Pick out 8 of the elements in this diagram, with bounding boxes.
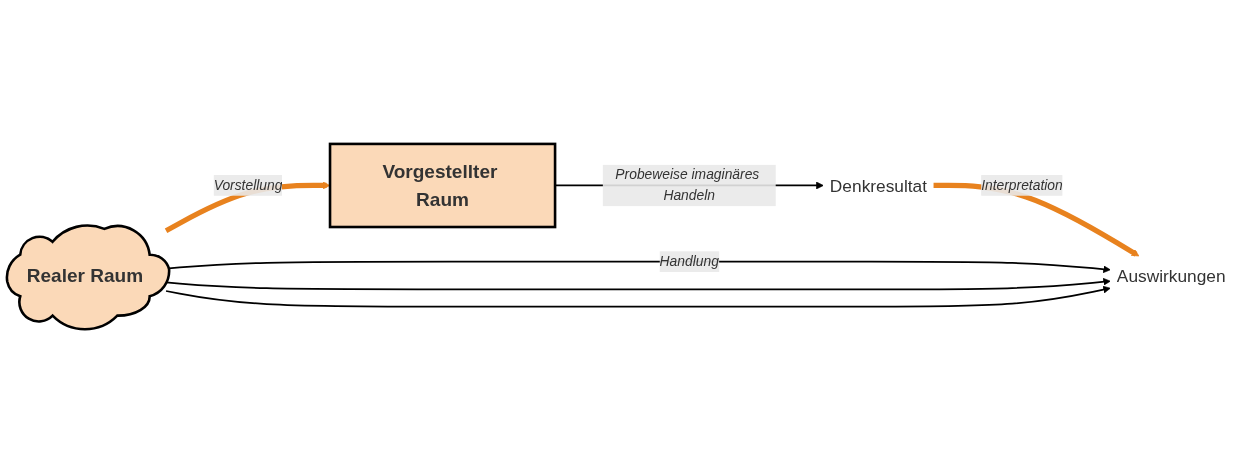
node-box: Vorgestellter Raum [328, 143, 557, 229]
edge-label: Vorstellung [213, 178, 283, 193]
edge-label: Handlung [659, 254, 719, 269]
arrow [165, 286, 1111, 308]
edge-label: Interpretation [981, 178, 1063, 193]
edge-label: Probeweise imaginäres Handeln [615, 167, 760, 204]
node-text: Auswirkungen [1116, 266, 1226, 286]
node-text: Denkresultat [829, 176, 928, 196]
